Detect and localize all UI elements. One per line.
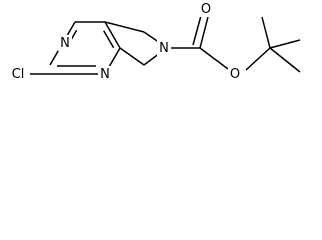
atom-n-ring-bottom: N [100,67,110,82]
atom-o-ester: O [230,67,240,82]
bond-c7a-n1 [108,47,121,68]
bond-c-o-ester [199,47,229,70]
bond-c4a-c7a-inner [103,30,115,49]
bond-c-tert-ch3-down [269,47,301,73]
atom-cl: Cl [12,67,25,82]
atom-o-carbonyl: O [201,2,211,17]
atom-n-ring-top: N [60,36,70,51]
atom-n-pyrrolidine: N [159,41,169,56]
bond-c-o-carbonyl [199,12,210,49]
chemical-structure: Cl N N N O O [6,1,301,82]
bond-c-tert-ch3-right [269,39,301,49]
bond-c7-c7a [119,47,145,66]
bond-c4a-c5 [104,21,145,33]
bond-o-c-tert [245,47,271,71]
bond-c-tert-ch3-up [261,16,271,49]
boc-group [170,11,301,73]
bond-c4a-c7a [104,21,121,49]
bond-c-o-carbonyl-double [192,11,203,46]
atom-labels: Cl N N N O O [6,1,242,82]
